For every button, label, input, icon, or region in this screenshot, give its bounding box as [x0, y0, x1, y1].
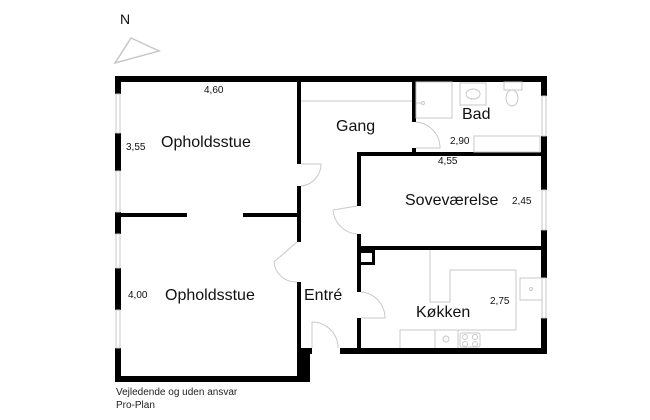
- living-room-2-height: 4,00: [128, 290, 148, 301]
- bedroom-height: 2,45: [512, 196, 532, 207]
- company-name: Pro-Plan: [116, 400, 155, 411]
- kitchen-dimension: 2,75: [490, 296, 510, 307]
- room-label-bathroom: Bad: [462, 106, 491, 123]
- bathroom-dimension: 2,90: [450, 136, 470, 147]
- living-room-1-width: 4,60: [204, 85, 224, 96]
- north-arrow-icon: [113, 37, 162, 65]
- room-label-living-1: Opholdsstue: [161, 134, 251, 151]
- disclaimer-text: Vejledende og uden ansvar: [116, 387, 238, 398]
- room-label-bedroom: Soveværelse: [405, 192, 499, 209]
- compass-label: N: [120, 11, 131, 27]
- room-label-living-2: Opholdsstue: [165, 287, 255, 304]
- room-label-kitchen: Køkken: [416, 304, 471, 321]
- room-label-hallway: Gang: [336, 118, 376, 135]
- room-label-entrance: Entré: [304, 287, 343, 304]
- living-room-1-height: 3,55: [126, 142, 146, 153]
- bedroom-width: 4,55: [438, 156, 458, 167]
